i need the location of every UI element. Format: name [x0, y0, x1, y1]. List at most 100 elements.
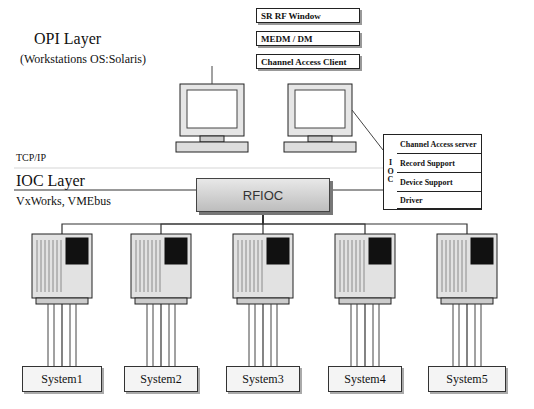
software-box: MEDM / DM — [256, 31, 360, 46]
card-slot — [57, 240, 58, 292]
bus-connector — [263, 212, 467, 366]
card-slot — [238, 240, 239, 292]
system-box: System5 — [428, 366, 506, 392]
stack-layer: Channel Access server — [397, 135, 481, 154]
node-text: System3 — [242, 372, 283, 387]
cable — [351, 304, 352, 366]
card-slot — [148, 240, 149, 292]
card-slot — [254, 240, 255, 292]
vme-crate — [32, 234, 92, 298]
node-text: RFIOC — [243, 188, 283, 203]
vme-crates — [32, 234, 497, 366]
stack-layer: Device Support — [397, 173, 481, 192]
card-slot — [45, 240, 46, 292]
card-slot — [340, 240, 341, 292]
cable — [481, 304, 482, 366]
card-slot — [242, 240, 243, 292]
crate-panel — [471, 238, 493, 264]
crate-panel — [66, 238, 88, 264]
cable — [277, 304, 278, 366]
stack-layer: Driver — [397, 192, 481, 209]
card-slot — [136, 240, 137, 292]
cable — [48, 304, 49, 366]
node-text: System5 — [446, 372, 487, 387]
layer-label: (Workstations OS:Solaris) — [20, 52, 146, 67]
crate-base — [441, 298, 493, 304]
cable — [357, 304, 358, 366]
cable — [453, 304, 454, 366]
card-slot — [258, 240, 259, 292]
cable — [255, 304, 256, 366]
card-slot — [53, 240, 54, 292]
card-slot — [144, 240, 145, 292]
card-slot — [160, 240, 161, 292]
card-slot — [352, 240, 353, 292]
cable — [76, 304, 77, 366]
system-box: System3 — [226, 366, 300, 392]
card-slot — [446, 240, 447, 292]
cable — [271, 304, 272, 366]
card-slot — [37, 240, 38, 292]
layer-label: VxWorks, VMEbus — [16, 194, 111, 209]
cable — [249, 304, 250, 366]
crate-base — [135, 298, 187, 304]
crate-panel — [369, 238, 391, 264]
card-slot — [466, 240, 467, 292]
cable — [54, 304, 55, 366]
card-slot — [140, 240, 141, 292]
crate-base — [339, 298, 391, 304]
node-text: Driver — [400, 196, 423, 205]
card-slot — [156, 240, 157, 292]
node-text: Record Support — [400, 159, 455, 168]
card-slot — [61, 240, 62, 292]
stack-label-column: IOC — [384, 135, 398, 209]
layer-label: TCP/IP — [16, 152, 46, 163]
card-slot — [49, 240, 50, 292]
vme-crate — [131, 234, 191, 298]
system-box: System2 — [124, 366, 198, 392]
node-text: Channel Access server — [400, 140, 476, 149]
node-text: System2 — [140, 372, 181, 387]
card-slot — [348, 240, 349, 292]
card-slot — [450, 240, 451, 292]
cable — [70, 304, 71, 366]
cable — [169, 304, 170, 366]
system-box: System4 — [328, 366, 402, 392]
node-text: SR RF Window — [261, 11, 321, 21]
crate-panel — [165, 238, 187, 264]
card-slot — [356, 240, 357, 292]
node-text: System1 — [41, 372, 82, 387]
card-slot — [442, 240, 443, 292]
node-text: System4 — [344, 372, 385, 387]
card-slot — [250, 240, 251, 292]
cable — [475, 304, 476, 366]
workstation — [176, 66, 248, 152]
cable — [379, 304, 380, 366]
workstation — [284, 84, 383, 152]
vme-crate — [335, 234, 395, 298]
card-slot — [41, 240, 42, 292]
software-stack: IOC Channel Access serverRecord SupportDe… — [383, 134, 482, 210]
vme-crate — [233, 234, 293, 298]
vme-crate — [437, 234, 497, 298]
layer-label: OPI Layer — [34, 30, 101, 48]
card-slot — [344, 240, 345, 292]
software-box: SR RF Window — [256, 8, 360, 23]
node-text: Channel Access Client — [261, 57, 347, 67]
card-slot — [152, 240, 153, 292]
crate-base — [36, 298, 88, 304]
card-slot — [364, 240, 365, 292]
cable — [175, 304, 176, 366]
node-text: IOC — [387, 159, 395, 185]
card-slot — [454, 240, 455, 292]
node-text: MEDM / DM — [261, 34, 313, 44]
system-box: System1 — [22, 366, 102, 392]
card-slot — [262, 240, 263, 292]
layer-label: IOC Layer — [16, 172, 85, 190]
node-text: Device Support — [400, 178, 453, 187]
crate-panel — [267, 238, 289, 264]
network-line — [14, 168, 384, 169]
card-slot — [462, 240, 463, 292]
cable — [147, 304, 148, 366]
ioc-box: RFIOC — [196, 178, 330, 212]
